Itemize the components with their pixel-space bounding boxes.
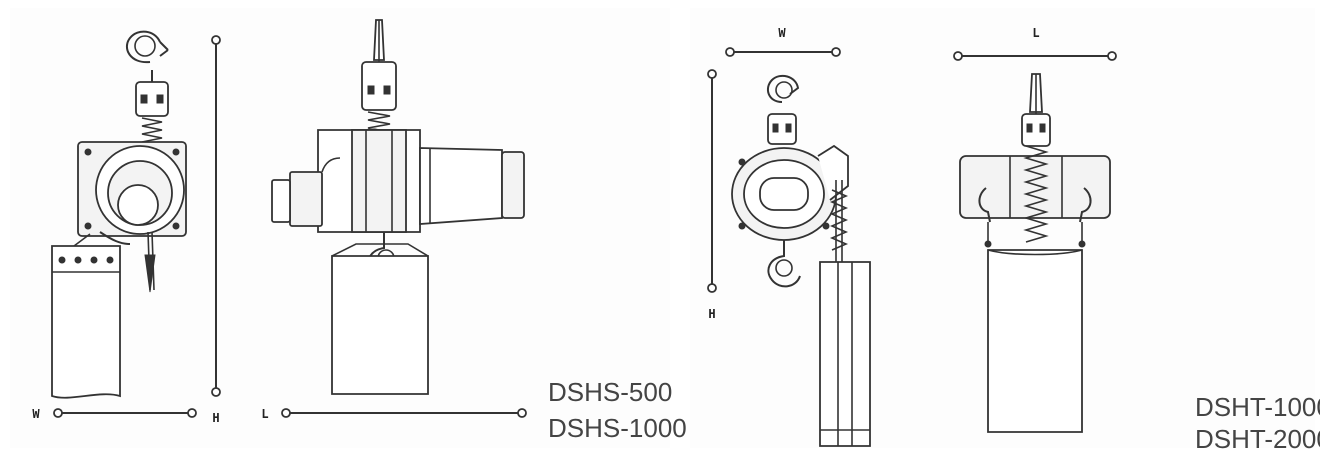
dsht-side-view	[731, 74, 871, 447]
dshs-model-1000-label: DSHS-1000	[548, 413, 687, 443]
dsht-width-dimension	[725, 47, 841, 57]
dsht-height-label: H	[708, 307, 715, 321]
dshs-width-label: W	[32, 407, 40, 421]
dshs-length-dimension	[281, 408, 527, 418]
dsht-height-dimension	[707, 69, 717, 293]
dshs-height-label: H	[212, 411, 219, 425]
dshs-width-dimension	[53, 408, 197, 418]
dshs-height-dimension	[211, 35, 221, 397]
dsht-length-dimension	[953, 51, 1117, 61]
dsht-front-view	[959, 73, 1111, 433]
dshs-length-label: L	[261, 407, 268, 421]
dshs-side-view	[51, 30, 187, 399]
dsht-length-label: L	[1032, 26, 1039, 40]
dsht-model-1000-label: DSHT-1000	[1195, 392, 1320, 422]
dshs-front-view	[271, 19, 525, 395]
dshs-panel: H W	[32, 19, 687, 443]
dshs-model-500-label: DSHS-500	[548, 377, 672, 407]
dsht-width-label: W	[778, 26, 786, 40]
dsht-panel: W H	[707, 26, 1320, 454]
dsht-model-2000-label: DSHT-2000	[1195, 424, 1320, 454]
